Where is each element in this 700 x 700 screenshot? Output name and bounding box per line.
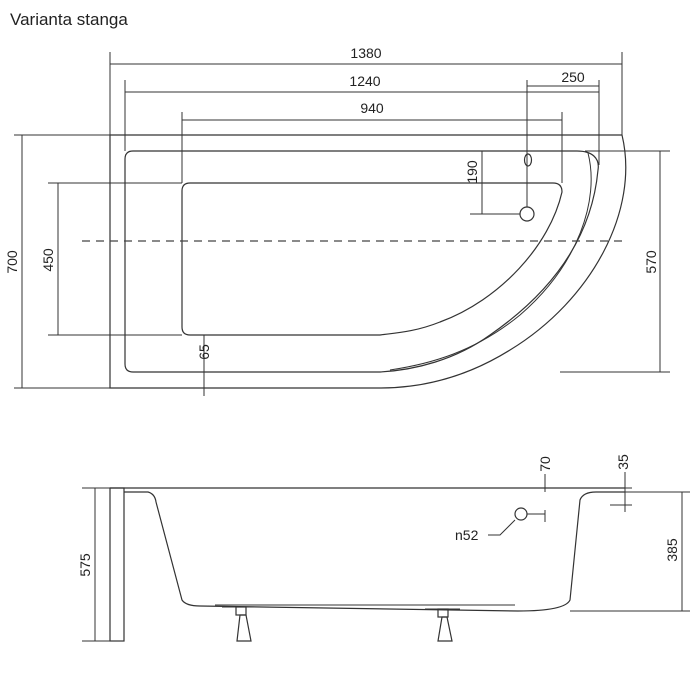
tub-inner-rim xyxy=(124,150,599,373)
drawing-title: Varianta stanga xyxy=(10,10,128,29)
dim-rim-right: 70 xyxy=(537,456,553,472)
side-apron xyxy=(109,487,125,642)
side-left-rim xyxy=(124,491,157,503)
dim-inner-depth: 385 xyxy=(664,538,680,562)
foot-left xyxy=(222,606,258,642)
dim-basin-length: 940 xyxy=(360,100,384,116)
tub-rim-line xyxy=(389,152,592,371)
dim-right-offset: 250 xyxy=(561,69,585,85)
side-shell xyxy=(155,491,625,612)
foot-right xyxy=(425,608,460,642)
dim-overall-width: 700 xyxy=(4,250,20,274)
tub-outer-outline xyxy=(109,134,627,389)
dim-inner-length: 1240 xyxy=(349,73,380,89)
dim-overall-length: 1380 xyxy=(350,45,381,61)
dim-drain-offset: 190 xyxy=(464,160,480,184)
dim-edge: 35 xyxy=(615,454,631,470)
dim-basin-width: 450 xyxy=(40,248,56,272)
drain-icon xyxy=(519,206,535,222)
overflow-oval-icon xyxy=(523,153,533,167)
dim-rim: 65 xyxy=(196,344,212,360)
dim-total-height: 575 xyxy=(77,553,93,577)
dim-overflow: n52 xyxy=(455,527,479,543)
side-view: n52 70 35 575 385 xyxy=(77,454,690,642)
top-view: 1380 1240 250 940 190 700 450 570 xyxy=(4,45,670,396)
tub-basin xyxy=(181,182,563,336)
overflow-icon xyxy=(514,507,528,521)
dim-right-width: 570 xyxy=(643,250,659,274)
